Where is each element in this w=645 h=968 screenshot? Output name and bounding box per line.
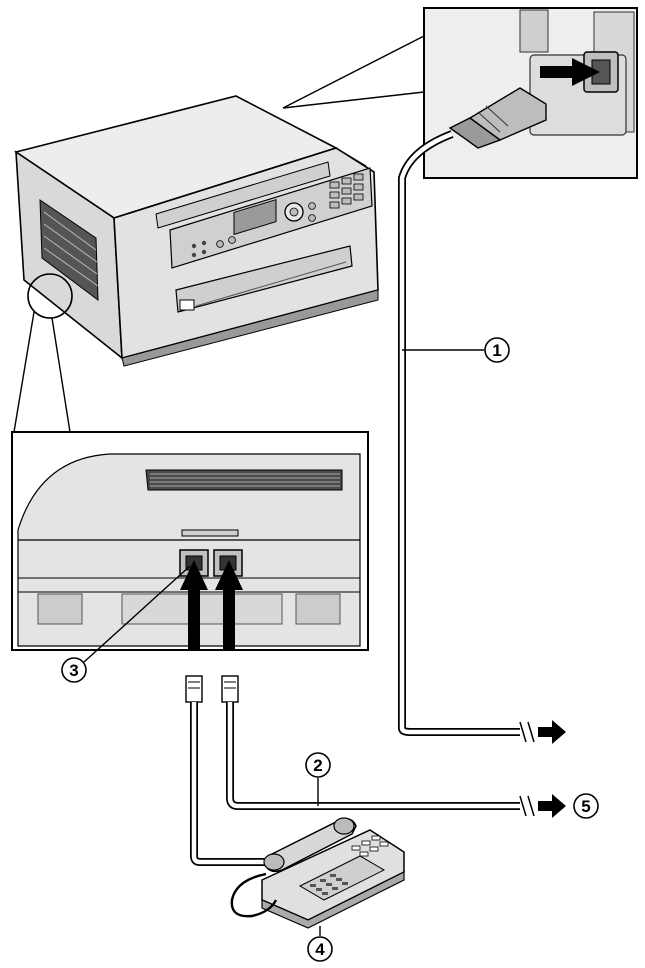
callout-4-label: 4 bbox=[315, 940, 325, 959]
telephone bbox=[230, 817, 405, 929]
modular-plug bbox=[185, 675, 203, 703]
keypad bbox=[329, 173, 364, 209]
callout-3-label: 3 bbox=[69, 661, 78, 680]
right-arrow-icon bbox=[538, 794, 566, 818]
rear-vent bbox=[145, 469, 343, 491]
callout-4: 4 bbox=[307, 926, 333, 962]
up-arrow-icon bbox=[215, 560, 243, 650]
left-arrow-icon bbox=[540, 58, 600, 86]
callout-2: 2 bbox=[305, 752, 331, 806]
right-arrow-icon bbox=[538, 720, 566, 744]
extension-cord bbox=[190, 702, 268, 866]
modular-plug bbox=[221, 675, 239, 703]
callout-1: 1 bbox=[402, 337, 510, 363]
printer bbox=[14, 95, 379, 367]
jack-inset bbox=[11, 431, 369, 651]
power-inset bbox=[282, 7, 638, 179]
callout-2-label: 2 bbox=[313, 756, 322, 775]
side-vent bbox=[39, 199, 99, 302]
up-arrow-icon bbox=[180, 560, 208, 650]
callout-3: 3 bbox=[61, 565, 191, 683]
handset bbox=[263, 817, 357, 873]
telephone-line-cord bbox=[226, 702, 566, 818]
lcd-display bbox=[233, 198, 277, 236]
zoom-line bbox=[282, 35, 425, 109]
telephone-keypad bbox=[310, 874, 348, 895]
paper-tray bbox=[175, 245, 353, 313]
zoom-indicator bbox=[13, 273, 73, 433]
coiled-cord bbox=[230, 872, 278, 918]
callout-5-label: 5 bbox=[581, 797, 590, 816]
callout-1-label: 1 bbox=[492, 341, 501, 360]
zoom-line bbox=[282, 91, 425, 109]
control-panel bbox=[169, 167, 373, 269]
callout-5: 5 bbox=[573, 793, 599, 819]
power-cord bbox=[398, 130, 566, 744]
power-plug bbox=[448, 87, 547, 149]
